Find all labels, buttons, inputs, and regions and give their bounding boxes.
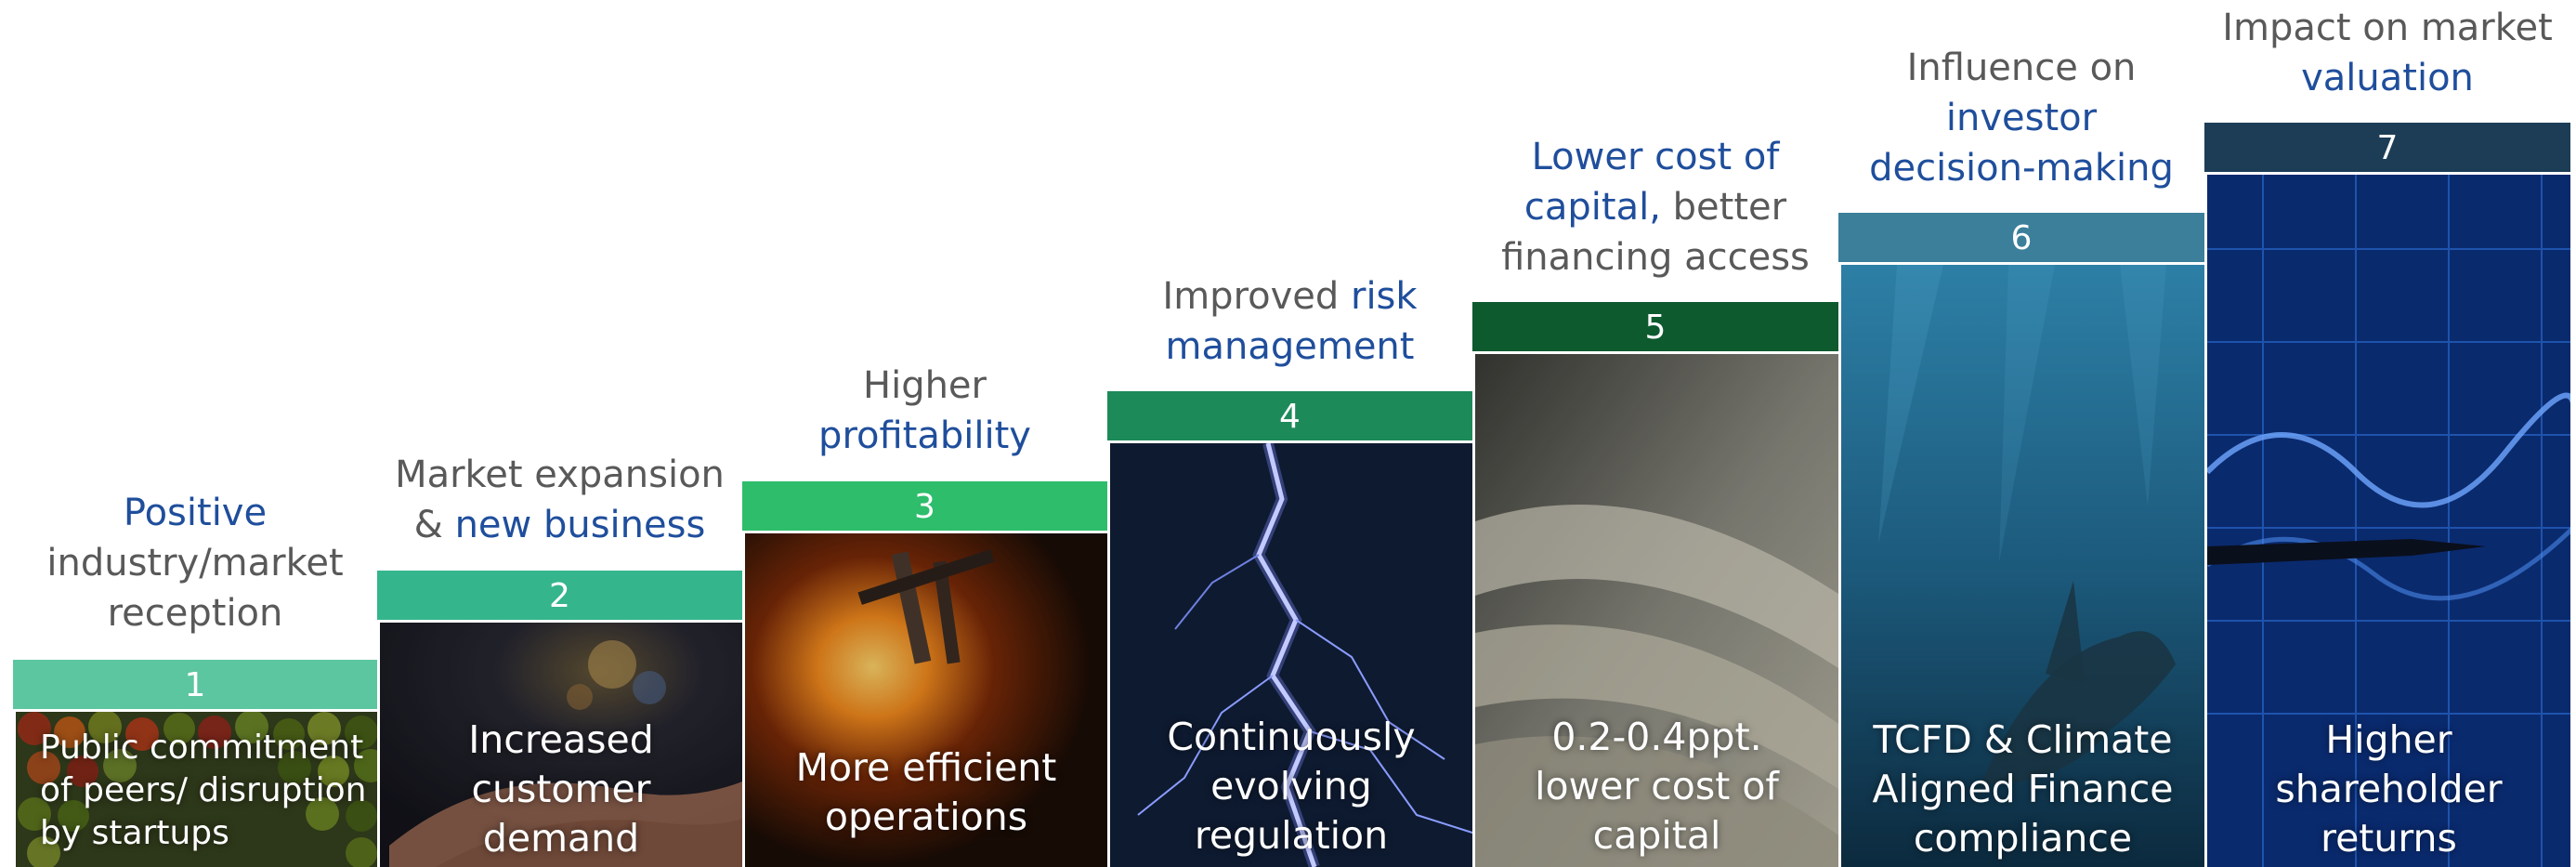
- step-6-number-bar: 6: [1838, 213, 2204, 265]
- step-1-heading-line-2: industry/market: [13, 538, 377, 588]
- step-6-heading-text: Influence on: [1906, 46, 2137, 89]
- step-4-number-bar: 4: [1107, 391, 1472, 443]
- step-1-heading-text: Positive: [123, 492, 268, 534]
- step-7-image: Higher shareholder returns: [2204, 175, 2570, 867]
- step-5-image: 0.2-0.4ppt. lower cost of capital: [1472, 354, 1838, 867]
- step-5-heading-text: Lower cost of: [1531, 136, 1780, 178]
- step-7-heading-text: Impact on market: [2222, 7, 2553, 49]
- step-7-heading-text: valuation: [2301, 57, 2474, 99]
- dollar-bills-image: [1475, 354, 1838, 867]
- step-5-heading-text: capital,: [1523, 186, 1661, 229]
- step-4-body: Continuously evolving regulation: [1110, 713, 1472, 860]
- step-1: Positive industry/market reception 1 Publi…: [13, 0, 377, 867]
- step-4-heading-line-1: Improved risk: [1107, 271, 1472, 322]
- step-3-heading-line-2: profitability: [742, 411, 1107, 461]
- step-6-heading-text: decision-making: [1869, 147, 2174, 190]
- step-1-heading-line-1: Positive: [13, 488, 377, 538]
- shark-underwater-image: [1841, 265, 2204, 867]
- step-1-heading-text: industry/market: [46, 542, 344, 585]
- step-2-image: Increased customer demand: [377, 623, 742, 867]
- hands-light-image: [380, 623, 742, 867]
- step-3: Higher profitability 3 More efficient ope…: [742, 0, 1107, 867]
- step-2-number-bar: 2: [377, 571, 742, 623]
- step-1-body-line-3: by startups: [40, 814, 229, 852]
- step-4-image: Continuously evolving regulation: [1107, 443, 1472, 867]
- step-6-body-line-2: Aligned Finance: [1872, 767, 2174, 811]
- step-7-heading-line-1: Impact on market: [2204, 3, 2570, 53]
- step-7-body-line-2: shareholder: [2275, 767, 2503, 811]
- step-6: Influence on investor decision-making 6 TC…: [1838, 0, 2204, 867]
- step-3-heading: Higher profitability: [742, 361, 1107, 461]
- step-5-body-line-3: capital: [1592, 813, 1721, 858]
- step-2-heading-line-1: Market expansion: [377, 450, 742, 500]
- step-1-body-line-1: Public commitment: [40, 729, 364, 767]
- step-2-heading-text: new business: [454, 504, 706, 546]
- step-5-heading-text: financing access: [1501, 236, 1810, 279]
- step-7-heading: Impact on market valuation: [2204, 3, 2570, 103]
- step-5-body-line-2: lower cost of: [1535, 764, 1779, 808]
- step-5-heading-text: better: [1660, 186, 1787, 229]
- step-3-number-bar: 3: [742, 481, 1107, 533]
- step-6-heading-line-2: investor: [1838, 93, 2204, 143]
- step-2-heading-text: &: [413, 504, 455, 546]
- step-5-number-bar: 5: [1472, 302, 1838, 354]
- step-7-number-bar: 7: [2204, 123, 2570, 175]
- step-3-body: More efficient operations: [745, 743, 1107, 842]
- step-4-heading-line-2: management: [1107, 322, 1472, 372]
- step-4-body-line-1: Continuously: [1167, 715, 1416, 759]
- step-4-body-line-3: regulation: [1194, 813, 1389, 858]
- step-5-heading-line-2: capital, better: [1472, 182, 1838, 232]
- step-7-body-line-1: Higher: [2325, 717, 2452, 762]
- step-2-heading-line-2: & new business: [377, 500, 742, 550]
- lightning-image: [1110, 443, 1472, 867]
- step-4-heading-text: Improved: [1162, 275, 1351, 318]
- step-3-heading-text: profitability: [818, 414, 1031, 457]
- step-4-body-line-2: evolving: [1210, 764, 1372, 808]
- step-2-heading: Market expansion& new business: [377, 450, 742, 550]
- step-6-body-line-1: TCFD & Climate: [1873, 717, 2173, 762]
- fruit-produce-image: [16, 712, 377, 867]
- molten-metal-image: [745, 533, 1107, 867]
- step-6-heading: Influence on investor decision-making: [1838, 43, 2204, 193]
- step-1-heading-line-3: reception: [13, 588, 377, 638]
- step-2-body: Increased customer demand: [380, 716, 742, 863]
- step-1-heading-text: reception: [107, 592, 283, 635]
- step-3-heading-line-1: Higher: [742, 361, 1107, 411]
- step-1-image: Public commitment of peers/ disruption b…: [13, 712, 377, 867]
- step-4-heading-text: management: [1165, 325, 1415, 368]
- step-6-heading-line-1: Influence on: [1838, 43, 2204, 93]
- step-2-body-line-3: demand: [482, 816, 640, 860]
- step-1-body-line-2: of peers/ disruption: [40, 771, 367, 809]
- step-4-heading-text: risk: [1351, 275, 1418, 318]
- pen-financial-chart-image: [2207, 175, 2570, 867]
- step-6-heading-text: investor: [1945, 97, 2098, 139]
- step-1-number-bar: 1: [13, 660, 377, 712]
- step-7-heading-line-2: valuation: [2204, 53, 2570, 103]
- step-5-heading-line-3: financing access: [1472, 232, 1838, 282]
- step-2: Market expansion& new business 2 Increas…: [377, 0, 742, 867]
- step-6-body: TCFD & Climate Aligned Finance complianc…: [1841, 716, 2204, 863]
- step-3-heading-text: Higher: [863, 364, 987, 407]
- step-6-image: TCFD & Climate Aligned Finance complianc…: [1838, 265, 2204, 867]
- step-5-heading-line-1: Lower cost of: [1472, 132, 1838, 182]
- step-3-body-line-2: operations: [824, 795, 1028, 839]
- step-7-body-line-3: returns: [2321, 816, 2457, 860]
- step-2-heading-text: Market expansion: [395, 453, 725, 496]
- step-6-body-line-3: compliance: [1913, 816, 2133, 860]
- step-7: Impact on market valuation 7 Higher share…: [2204, 0, 2570, 867]
- step-1-body: Public commitment of peers/ disruption b…: [16, 727, 377, 855]
- step-2-body-line-2: customer: [471, 767, 651, 811]
- step-5-body-line-1: 0.2-0.4ppt.: [1551, 715, 1762, 759]
- step-5-body: 0.2-0.4ppt. lower cost of capital: [1475, 713, 1838, 860]
- step-1-heading: Positive industry/market reception: [13, 488, 377, 638]
- step-7-body: Higher shareholder returns: [2207, 716, 2570, 863]
- step-2-body-line-1: Increased: [468, 717, 654, 762]
- step-6-heading-line-3: decision-making: [1838, 143, 2204, 193]
- step-3-image: More efficient operations: [742, 533, 1107, 867]
- step-3-body-line-1: More efficient: [795, 745, 1057, 790]
